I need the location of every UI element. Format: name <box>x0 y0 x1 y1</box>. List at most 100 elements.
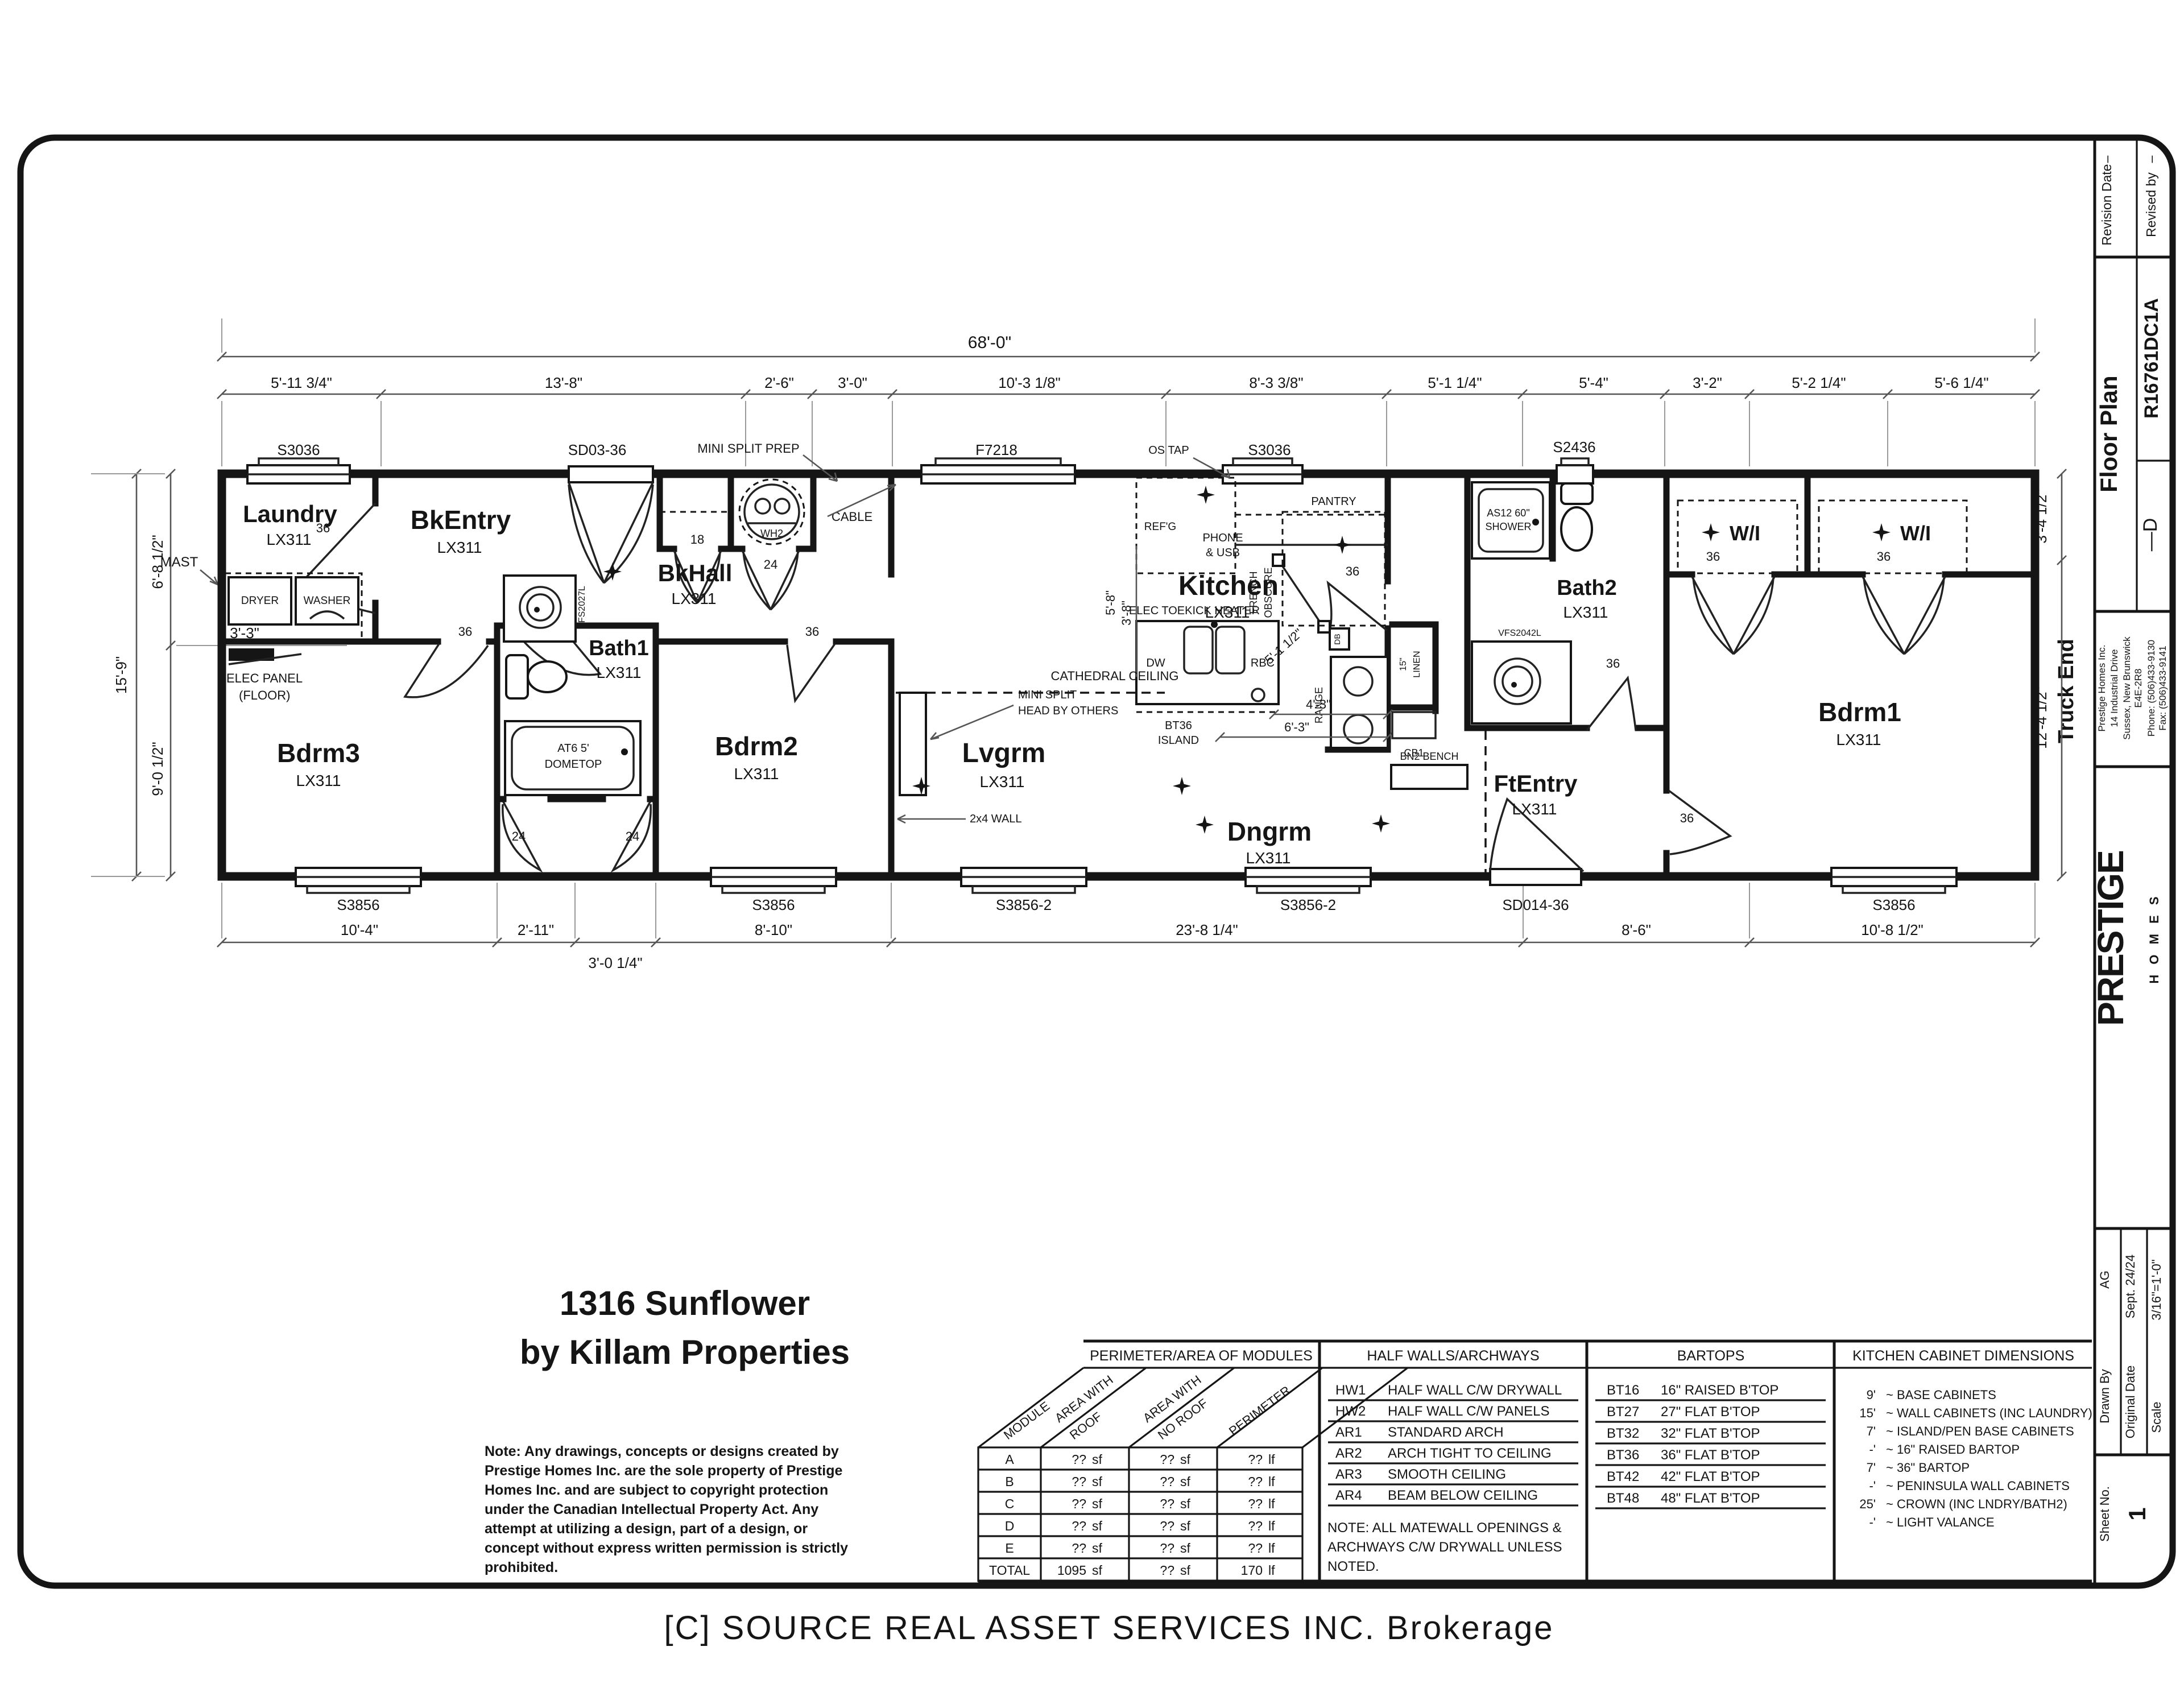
obscure-label: OBSCURE <box>1263 567 1274 618</box>
island-label: ISLAND <box>1158 734 1199 747</box>
revision-date: Revision Date <box>2099 164 2114 245</box>
window-f7218 <box>920 457 1076 485</box>
room-bdrm2: Bdrm2 <box>715 731 798 761</box>
window-s3036-kitchen <box>1222 457 1304 485</box>
door-size-hall24: 24 <box>764 557 777 572</box>
sheet-border <box>17 134 2176 1589</box>
hall-storage: 15" LINEN CB1 BN2 BENCH <box>1390 651 1487 875</box>
company-address1: 14 Industrial Drive <box>2109 649 2120 727</box>
room-lvgrm-model: LX311 <box>980 773 1025 791</box>
svg-text:sf: sf <box>1180 1519 1191 1533</box>
svg-text:32" FLAT B'TOP: 32" FLAT B'TOP <box>1661 1426 1760 1441</box>
room-lvgrm: Lvgrm <box>962 738 1046 768</box>
svg-text:16" RAISED B'TOP: 16" RAISED B'TOP <box>1661 1383 1778 1398</box>
refg-label: REF'G <box>1144 521 1176 533</box>
wall-2x4-label: 2x4 WALL <box>970 813 1022 825</box>
dim-bot-5: 8'-6" <box>1622 921 1651 938</box>
svg-text:sf: sf <box>1180 1474 1191 1489</box>
door-size-bdrm3: 36 <box>458 624 472 639</box>
cab-2-qty: 7' <box>1867 1424 1876 1438</box>
svg-text:??: ?? <box>1160 1452 1174 1467</box>
svg-text:sf: sf <box>1092 1519 1103 1533</box>
label-s3036-1: S3036 <box>277 441 320 458</box>
revised-by: Revised by <box>2144 172 2158 237</box>
door-size-wi1: 36 <box>1706 549 1720 564</box>
dim-3-8: 3'-8" <box>1119 601 1134 626</box>
elec-panel-floor: (FLOOR) <box>239 688 290 702</box>
ar3-code: AR3 <box>1335 1467 1362 1482</box>
room-kitchen-model: LX311 <box>1205 603 1250 621</box>
dim-bot-0: 10'-4" <box>341 921 378 938</box>
cabinets-table: KITCHEN CABINET DIMENSIONS 9'~ BASE CABI… <box>1852 1348 2092 1529</box>
dim-top-0: 5'-11 3/4" <box>271 374 332 391</box>
cb1-label: CB1 <box>1404 747 1424 759</box>
svg-text:STANDARD ARCH: STANDARD ARCH <box>1388 1425 1504 1440</box>
bath2-fixtures: AS12 60" SHOWER VFS2042L <box>1471 481 1594 725</box>
cab-4-qty: 7' <box>1867 1461 1876 1475</box>
half-walls-title: HALF WALLS/ARCHWAYS <box>1367 1348 1539 1364</box>
dim-bot-3: 8'-10" <box>755 921 792 938</box>
bartops-title: BARTOPS <box>1677 1348 1745 1364</box>
room-bdrm2-model: LX311 <box>734 765 779 783</box>
svg-text:HALF WALL C/W DRYWALL: HALF WALL C/W DRYWALL <box>1388 1383 1562 1398</box>
water-heater: WH2 <box>660 478 805 545</box>
drawn-by-label: Drawn By <box>2098 1369 2112 1423</box>
leaders: MINI SPLIT PREP CABLE <box>697 441 896 524</box>
svg-text:170: 170 <box>1241 1563 1263 1578</box>
bt36-code: BT36 <box>1607 1447 1639 1463</box>
dim-top-overall: 68'-0" <box>968 333 1011 352</box>
cab-0-qty: 9' <box>1867 1388 1876 1402</box>
washer-label: WASHER <box>304 595 351 607</box>
window-s3856-bdrm3 <box>295 867 422 894</box>
os-tap-label: OS TAP <box>1148 444 1189 457</box>
room-bath2-model: LX311 <box>1563 603 1608 621</box>
ar4-code: AR4 <box>1335 1488 1362 1503</box>
room-labels: Laundry LX311 BkEntry LX311 BkHall LX311… <box>243 500 1931 867</box>
dim-top-10: 5'-6 1/4" <box>1934 374 1988 391</box>
label-s3036-2: S3036 <box>1248 441 1290 458</box>
svg-text:??: ?? <box>1248 1519 1263 1533</box>
dim-top-3: 3'-0" <box>838 374 867 391</box>
kitchen-fixtures: REF'G DW RBC BT36 ISLAND ELEC TOEKICK HE… <box>1103 444 1393 749</box>
note-line-4: attempt at utilizing a design, part of a… <box>485 1521 808 1537</box>
room-bdrm3-model: LX311 <box>296 772 341 789</box>
pantry-label: PANTRY <box>1311 495 1356 508</box>
hw1-code: HW1 <box>1335 1383 1366 1398</box>
plan-title-block: 1316 Sunflower by Killam Properties Note… <box>485 1284 850 1575</box>
note-line-5: concept without express written permissi… <box>485 1540 848 1556</box>
svg-text:??: ?? <box>1160 1519 1174 1533</box>
svg-text:ARCH TIGHT TO CEILING: ARCH TIGHT TO CEILING <box>1388 1446 1552 1461</box>
svg-text:42" FLAT B'TOP: 42" FLAT B'TOP <box>1661 1469 1760 1484</box>
svg-text:??: ?? <box>1160 1496 1174 1511</box>
elec-panel-label: ELEC PANEL <box>226 671 303 685</box>
hw-note-1: ARCHWAYS C/W DRYWALL UNLESS <box>1327 1540 1562 1555</box>
laundry-appliances: DRYER WASHER <box>224 572 363 641</box>
note-line-0: Note: Any drawings, concepts or designs … <box>485 1443 839 1459</box>
building-walls <box>217 469 2040 881</box>
svg-text:sf: sf <box>1180 1541 1191 1555</box>
half-walls-table: HALF WALLS/ARCHWAYS HW1 HALF WALL C/W DRY… <box>1327 1348 1578 1574</box>
tub-label-2: DOMETOP <box>545 758 602 771</box>
bt48-code: BT48 <box>1607 1491 1639 1506</box>
company-logo-sub: H O M E S <box>2147 893 2161 983</box>
door-sd014-36 <box>1489 868 1582 886</box>
svg-text:sf: sf <box>1092 1541 1103 1555</box>
shower-label-2: SHOWER <box>1486 521 1532 532</box>
svg-text:lf: lf <box>1268 1563 1275 1578</box>
dim-bot-2: 3'-0 1/4" <box>588 954 642 971</box>
svg-text:??: ?? <box>1160 1474 1174 1489</box>
dim-bot-4: 23'-8 1/4" <box>1176 921 1238 938</box>
msh-label-2: HEAD BY OTHERS <box>1018 705 1118 717</box>
svg-text:SMOOTH CEILING: SMOOTH CEILING <box>1388 1467 1506 1482</box>
dryer-label: DRYER <box>241 595 279 607</box>
svg-text:??: ?? <box>1072 1541 1086 1555</box>
svg-text:27" FLAT B'TOP: 27" FLAT B'TOP <box>1661 1404 1760 1420</box>
label-s3856-2-2: S3856-2 <box>1280 896 1336 913</box>
svg-text:??: ?? <box>1072 1452 1086 1467</box>
dim-top-1: 13'-8" <box>545 374 582 391</box>
cab-1-qty: 15' <box>1859 1406 1876 1420</box>
svg-text:~ 16" RAISED BARTOP: ~ 16" RAISED BARTOP <box>1886 1442 2020 1457</box>
dim-top-9: 5'-2 1/4" <box>1792 374 1846 391</box>
svg-text:??: ?? <box>1160 1541 1174 1555</box>
french-label: FRENCH <box>1248 572 1259 614</box>
